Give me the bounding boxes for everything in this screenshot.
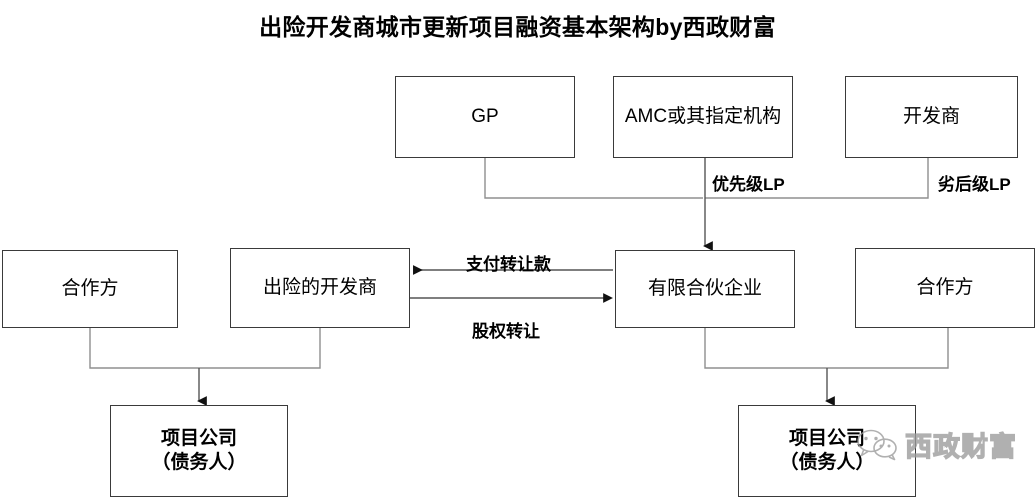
edge-label-pay-transfer-fee: 支付转让款 bbox=[466, 255, 551, 274]
node-risk-developer[interactable]: 出险的开发商 bbox=[230, 248, 410, 328]
node-project-company-right[interactable]: 项目公司 （债务人） bbox=[738, 405, 916, 497]
node-gp-label: GP bbox=[471, 105, 499, 127]
edge-label-subordinate-lp: 劣后级LP bbox=[938, 175, 1011, 194]
node-partner-left[interactable]: 合作方 bbox=[2, 250, 178, 328]
edge-label-senior-lp: 优先级LP bbox=[712, 175, 785, 194]
node-project-company-right-label: 项目公司 （债务人） bbox=[779, 427, 875, 473]
node-partner-right[interactable]: 合作方 bbox=[855, 248, 1035, 328]
edge-left-cluster-merge bbox=[89, 328, 321, 369]
node-partnership-label: 有限合伙企业 bbox=[647, 277, 762, 299]
node-amc-label: AMC或其指定机构 bbox=[624, 105, 782, 127]
edge-label-equity-transfer: 股权转让 bbox=[472, 322, 540, 341]
node-amc[interactable]: AMC或其指定机构 bbox=[613, 76, 793, 158]
page-title: 出险开发商城市更新项目融资基本架构by西政财富 bbox=[259, 14, 776, 40]
node-project-company-left[interactable]: 项目公司 （债务人） bbox=[110, 405, 288, 497]
node-partnership[interactable]: 有限合伙企业 bbox=[615, 250, 795, 328]
node-project-company-left-label: 项目公司 （债务人） bbox=[151, 427, 247, 473]
node-developer[interactable]: 开发商 bbox=[845, 76, 1018, 158]
node-risk-developer-label: 出险的开发商 bbox=[262, 276, 377, 298]
edge-right-cluster-merge bbox=[704, 328, 949, 369]
node-partner-left-label: 合作方 bbox=[61, 277, 119, 299]
edge-developer-to-partnership bbox=[705, 158, 929, 199]
edge-gp-to-partnership bbox=[484, 158, 703, 199]
node-gp[interactable]: GP bbox=[395, 76, 575, 158]
node-partner-right-label: 合作方 bbox=[916, 276, 974, 298]
node-developer-label: 开发商 bbox=[902, 105, 960, 127]
